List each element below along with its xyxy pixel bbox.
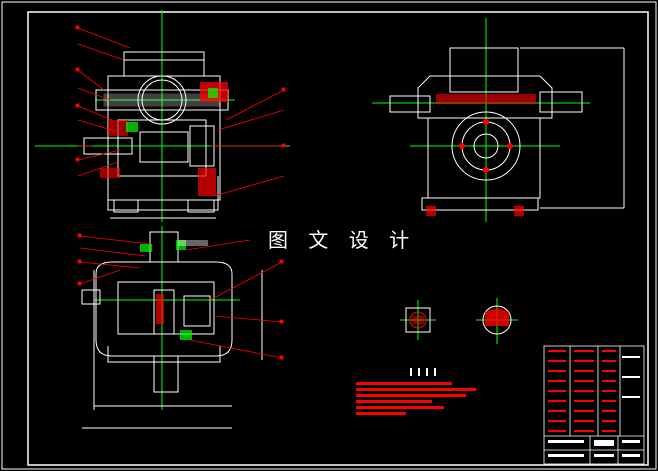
technical-notes	[356, 368, 476, 415]
front-view-leaders	[75, 25, 286, 197]
top-view-leaders	[77, 233, 284, 360]
title-block-rows	[548, 350, 640, 457]
side-view	[372, 18, 625, 222]
title-block	[543, 345, 645, 465]
top-section-view	[81, 226, 263, 429]
inner-border	[27, 11, 649, 466]
part-detail-left	[400, 300, 436, 340]
part-detail-right	[476, 298, 518, 344]
front-section-view	[35, 10, 290, 222]
watermark-text: 图 文 设 计	[268, 228, 417, 252]
